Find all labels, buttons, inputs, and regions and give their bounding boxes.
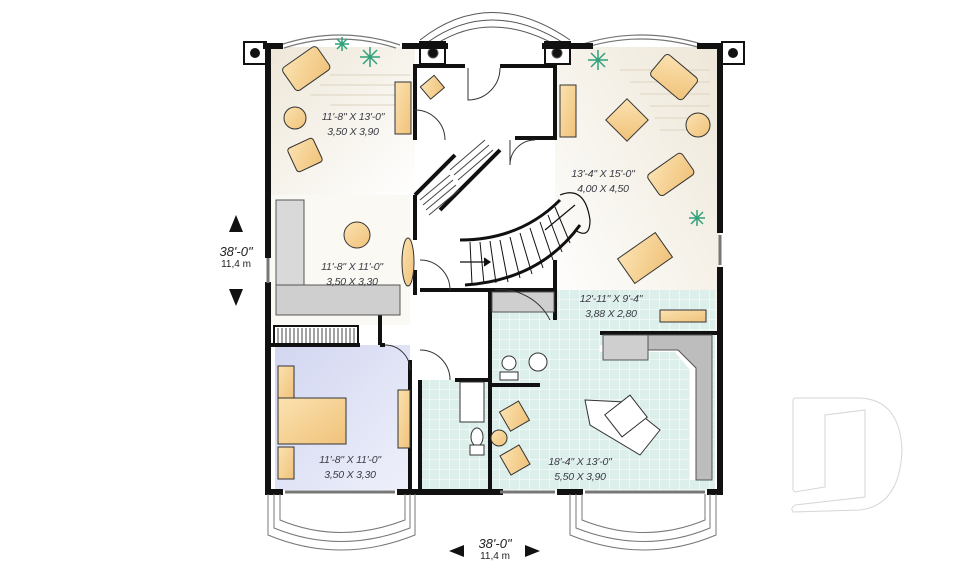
arrow-down-icon (229, 289, 243, 306)
overall-depth-dimension: 38'-0" 11,4 m (206, 245, 266, 271)
kitchen-floor (490, 290, 715, 490)
furniture (277, 46, 711, 480)
doors (384, 67, 551, 381)
closets (273, 139, 494, 345)
depth-metric: 11,4 m (221, 259, 251, 270)
room-dimensions-imperial: 18'-4" X 13'-0" (548, 456, 612, 468)
arrow-right-icon (525, 545, 540, 557)
room-dimensions-imperial: 12'-11" X 9'-4" (579, 293, 643, 305)
walls (263, 43, 723, 495)
arrow-left-icon (449, 545, 464, 557)
room-dimensions-metric: 4,00 X 4,50 (577, 183, 629, 195)
room-dimensions-metric: 3,50 X 3,30 (324, 469, 376, 481)
width-imperial: 38'-0" (478, 536, 512, 551)
kitchen-counters (275, 199, 713, 481)
plants (335, 37, 705, 226)
room-label-dining-room: 12'-11" X 9'-4" 3,88 X 2,80 (566, 292, 656, 322)
overall-width-dimension: 38'-0" 11,4 m (465, 537, 525, 563)
counter-area (600, 345, 700, 480)
width-metric: 11,4 m (480, 551, 510, 562)
room-label-dining-nook: 11'-8" X 11'-0" 3,50 X 3,30 (307, 260, 397, 290)
rear-bay-windows (267, 494, 717, 551)
room-dimensions-imperial: 11'-8" X 13'-0" (321, 111, 385, 123)
room-label-kitchen: 18'-4" X 13'-0" 5,50 X 3,90 (535, 455, 625, 485)
room-label-family-right: 13'-4" X 15'-0" 4,00 X 4,50 (558, 167, 648, 197)
front-bay-window (419, 12, 571, 65)
watermark-logo-icon (791, 397, 903, 513)
room-dimensions-metric: 5,50 X 3,90 (554, 471, 606, 483)
room-dimensions-imperial: 13'-4" X 15'-0" (571, 168, 635, 180)
room-dimensions-metric: 3,50 X 3,90 (327, 126, 379, 138)
room-dimensions-metric: 3,50 X 3,30 (326, 276, 378, 288)
arrow-up-icon (229, 215, 243, 232)
room-dimensions-imperial: 11'-8" X 11'-0" (321, 261, 383, 273)
dimension-arrows (229, 215, 540, 557)
bath-fixtures (459, 352, 548, 456)
room-label-living-left: 11'-8" X 13'-0" 3,50 X 3,90 (308, 110, 398, 140)
room-dimensions-metric: 3,88 X 2,80 (585, 308, 637, 320)
depth-imperial: 38'-0" (219, 244, 253, 259)
room-label-bedroom: 11'-8" X 11'-0" 3,50 X 3,30 (305, 453, 395, 483)
room-dimensions-imperial: 11'-8" X 11'-0" (319, 454, 381, 466)
staircase (459, 192, 591, 287)
